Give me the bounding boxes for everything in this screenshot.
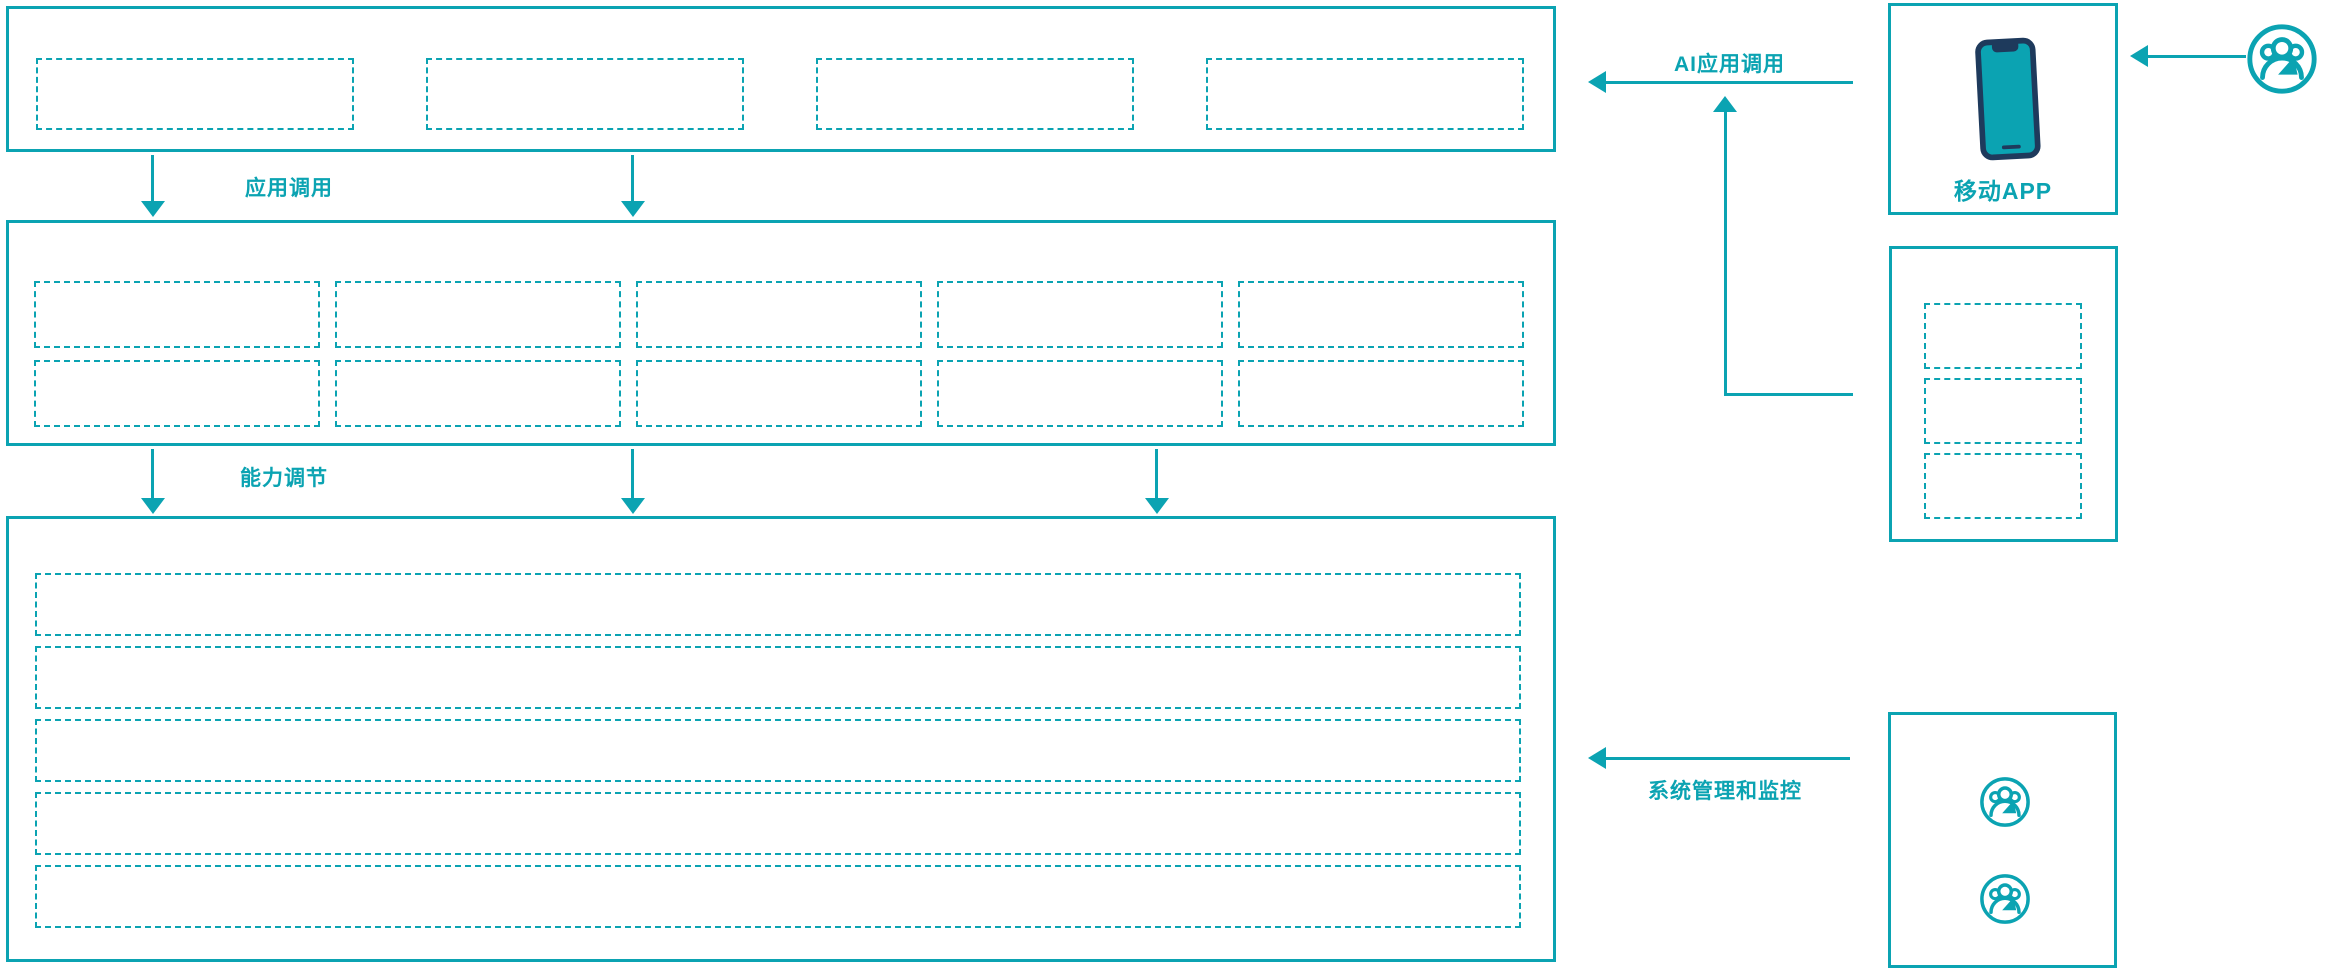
placeholder-box: [35, 865, 1521, 928]
sys-monitor-arrow-head: [1588, 747, 1606, 769]
placeholder-box: [1924, 453, 2082, 519]
placeholder-box: [35, 792, 1521, 855]
capability-row-2: [34, 360, 1524, 427]
smartphone-icon: [1969, 34, 2045, 166]
gateway-up-arrow-head: [1713, 96, 1737, 112]
external-users-icon: [2243, 20, 2321, 98]
placeholder-box: [1238, 360, 1524, 427]
placeholder-box: [636, 360, 922, 427]
placeholder-box: [335, 360, 621, 427]
arrow-app-invoke-2-head: [621, 201, 645, 217]
ai-invoke-arrow-shaft: [1606, 81, 1853, 84]
user-to-app-arrow-shaft: [2148, 55, 2246, 58]
top-app-layer-placeholders: [36, 58, 1524, 130]
placeholder-box: [1924, 303, 2082, 369]
mobile-app-label: 移动APP: [1953, 178, 2053, 204]
gateway-connector-horizontal: [1724, 393, 1853, 396]
platform-strips: [35, 573, 1521, 928]
placeholder-box: [816, 58, 1134, 130]
sys-monitor-arrow-shaft: [1606, 757, 1850, 760]
ai-invoke-arrow-head: [1588, 71, 1606, 93]
placeholder-box: [36, 58, 354, 130]
placeholder-box: [335, 281, 621, 348]
arrow-capability-2-shaft: [631, 449, 634, 499]
arrow-app-invoke-2-shaft: [631, 155, 634, 203]
arrow-capability-1-head: [141, 498, 165, 514]
gateway-box: [1889, 246, 2118, 542]
mobile-app-box: 移动APP: [1888, 3, 2118, 215]
gateway-placeholders: [1924, 303, 2082, 519]
arrow-capability-1-shaft: [151, 449, 154, 499]
placeholder-box: [937, 360, 1223, 427]
app-invoke-label: 应用调用: [245, 177, 333, 200]
arrow-app-invoke-1-shaft: [151, 155, 154, 203]
admin-users-icon: [1977, 774, 2033, 830]
gateway-connector-vertical: [1724, 111, 1727, 396]
ai-invoke-label: AI应用调用: [1674, 53, 1785, 76]
placeholder-box: [1924, 378, 2082, 444]
placeholder-box: [426, 58, 744, 130]
operator-users-icon: [1977, 871, 2033, 927]
placeholder-box: [35, 573, 1521, 636]
capability-tune-label: 能力调节: [240, 467, 328, 490]
placeholder-box: [35, 646, 1521, 709]
arrow-capability-2-head: [621, 498, 645, 514]
placeholder-box: [35, 719, 1521, 782]
placeholder-box: [937, 281, 1223, 348]
admin-box: [1888, 712, 2117, 968]
capability-row-1: [34, 281, 1524, 348]
arrow-app-invoke-1-head: [141, 201, 165, 217]
placeholder-box: [34, 360, 320, 427]
sys-monitor-label: 系统管理和监控: [1648, 780, 1802, 803]
placeholder-box: [1206, 58, 1524, 130]
arrow-capability-3-head: [1145, 498, 1169, 514]
arrow-capability-3-shaft: [1155, 449, 1158, 499]
placeholder-box: [34, 281, 320, 348]
placeholder-box: [636, 281, 922, 348]
user-to-app-arrow-head: [2130, 45, 2148, 67]
placeholder-box: [1238, 281, 1524, 348]
